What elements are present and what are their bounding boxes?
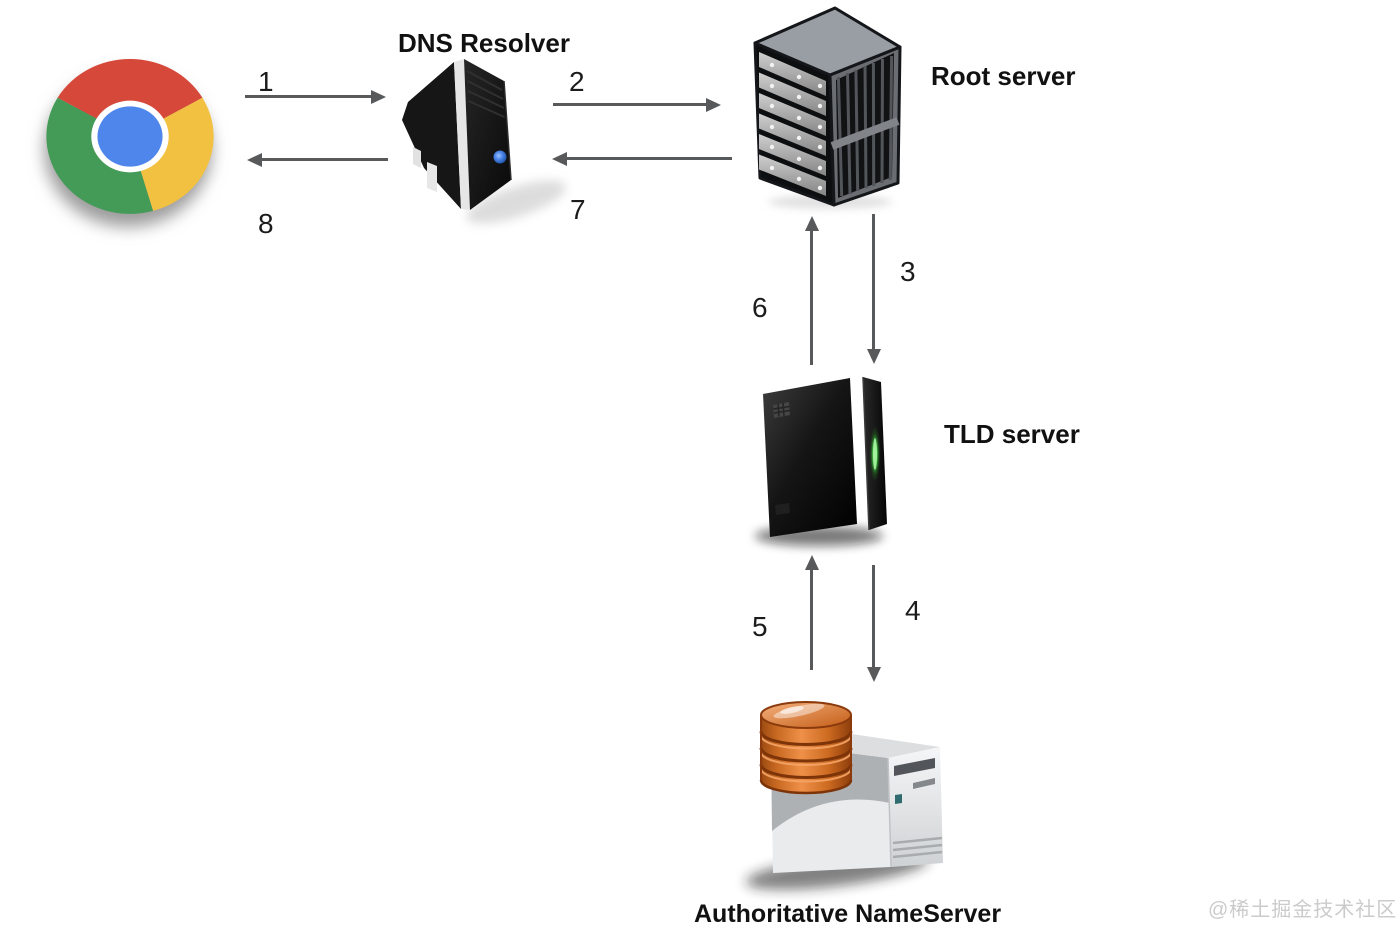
step-number-5: 5	[752, 611, 768, 642]
step-number-7: 7	[570, 194, 586, 225]
arrowhead-up-icon	[804, 216, 819, 231]
dns-resolver-server-icon	[402, 59, 566, 224]
authoritative-nameserver-label: Authoritative NameServer	[694, 900, 1002, 928]
arrowhead-down-icon	[866, 667, 881, 682]
arrowhead-up-icon	[804, 555, 819, 570]
flow-arrow-step-4	[866, 565, 881, 682]
flow-arrow-step-2	[553, 97, 721, 112]
database-icon	[759, 701, 853, 795]
arrowhead-right-icon	[371, 89, 386, 104]
tld-server-label: TLD server	[944, 419, 1080, 449]
step-number-2: 2	[569, 66, 585, 97]
dns-resolver-label: DNS Resolver	[398, 28, 570, 58]
step-number-3: 3	[900, 256, 916, 287]
authoritative-nameserver-icon	[745, 701, 943, 890]
flow-arrow-step-1	[245, 89, 386, 104]
arrowhead-right-icon	[706, 97, 721, 112]
watermark: @稀土掘金技术社区	[1208, 899, 1398, 921]
arrowhead-left-icon	[247, 152, 262, 167]
flow-arrow-step-3	[866, 214, 881, 364]
flow-arrow-step-6	[804, 216, 819, 365]
arrowhead-down-icon	[866, 349, 881, 364]
step-number-4: 4	[905, 595, 921, 626]
flow-arrow-step-8	[247, 152, 388, 167]
step-number-1: 1	[258, 66, 274, 97]
flow-arrow-step-5	[804, 555, 819, 670]
root-server-label: Root server	[931, 61, 1076, 91]
chrome-browser-icon	[46, 59, 214, 214]
arrowhead-left-icon	[552, 151, 567, 166]
flow-arrow-step-7	[552, 151, 732, 166]
root-server-rack-icon	[753, 6, 902, 209]
tld-server-tower-icon	[755, 376, 887, 546]
step-number-8: 8	[258, 208, 274, 239]
step-number-6: 6	[752, 292, 768, 323]
